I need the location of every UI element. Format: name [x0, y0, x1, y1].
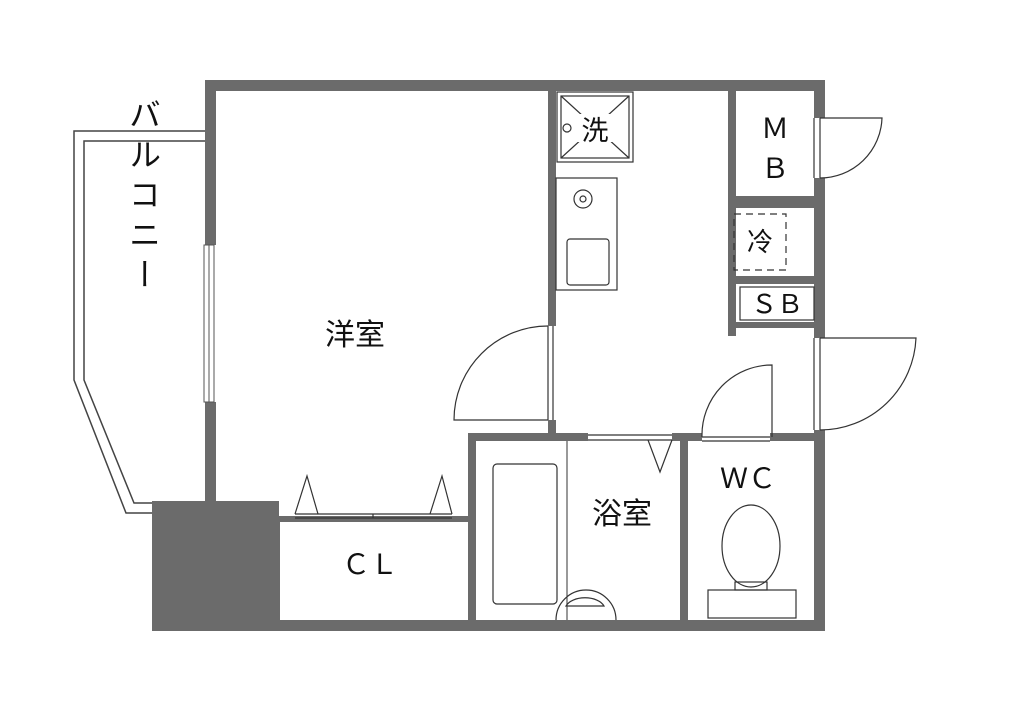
door-western-kitchen[interactable]	[453, 325, 554, 421]
closet-doors[interactable]	[294, 473, 453, 519]
balcony-area	[73, 130, 205, 514]
shoe-box-outline	[739, 286, 815, 321]
kitchen-counter	[555, 177, 618, 291]
window	[203, 244, 215, 403]
shoe-box-label: ＳＢ	[751, 290, 803, 320]
western-room-label: 洋室	[325, 318, 385, 353]
wc-door[interactable]	[701, 364, 773, 442]
bathroom-door[interactable]	[588, 434, 673, 474]
structural-pillar	[152, 501, 279, 631]
meter-box-label-bottom: Ｂ	[761, 152, 789, 185]
toilet	[707, 504, 797, 619]
fridge-label: 冷	[747, 228, 773, 258]
closet-label: ＣＬ	[342, 548, 398, 581]
fridge-space-outline	[733, 213, 787, 271]
wash-basin	[555, 589, 617, 621]
meter-box-label-top: Ｍ	[761, 112, 789, 145]
entrance-door[interactable]	[813, 337, 917, 431]
wc-label: ＷＣ	[720, 462, 776, 495]
bathroom-label: 浴室	[592, 497, 652, 532]
washer-label: 洗	[582, 116, 609, 147]
inner-walls	[276, 91, 816, 626]
meter-box-door[interactable]	[813, 117, 883, 179]
outer-walls	[152, 80, 825, 631]
bathtub	[492, 463, 558, 605]
balcony-label: バルコニー	[124, 98, 162, 298]
